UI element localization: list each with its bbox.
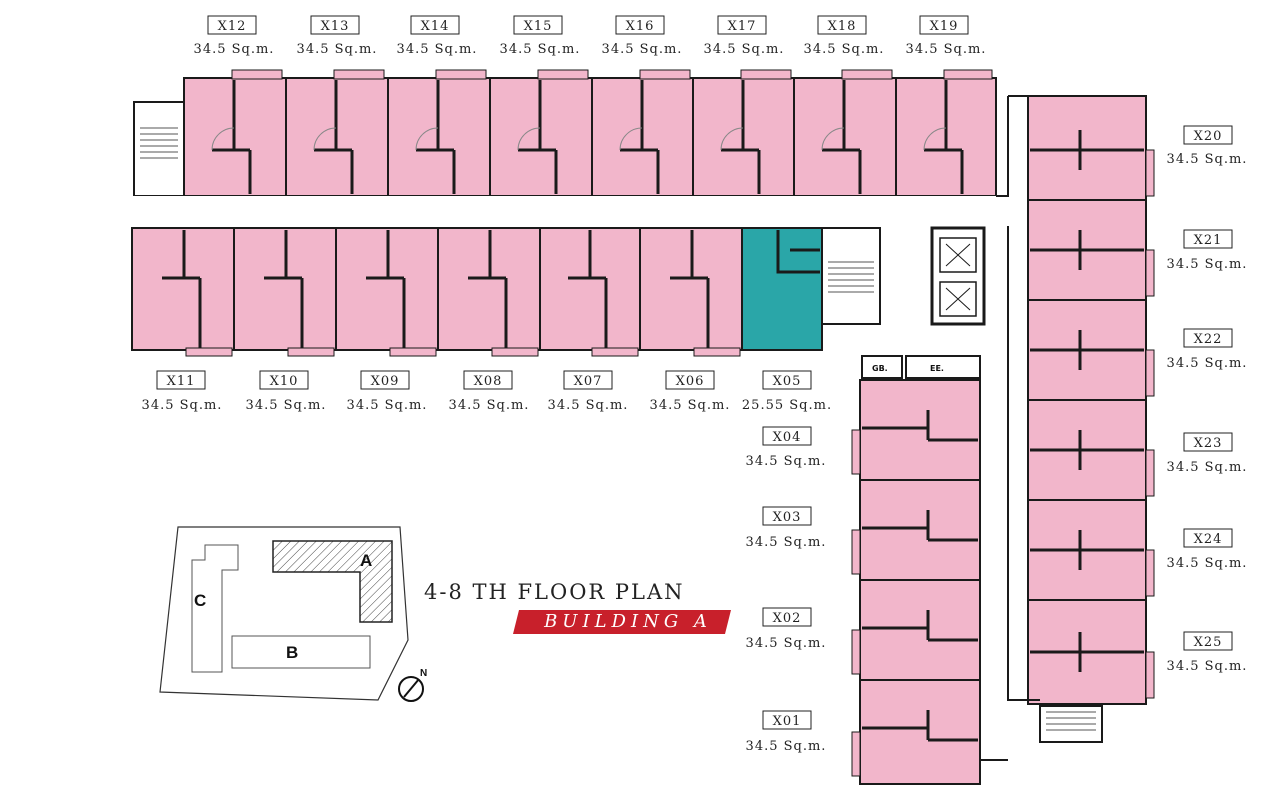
unit-id-label: X23 — [1194, 436, 1223, 451]
unit-x02-shape[interactable] — [859, 579, 981, 681]
unit-area-label: 34.5 Sq.m. — [1167, 659, 1248, 674]
unit-id-label: X08 — [474, 374, 503, 389]
ee-label: EE. — [930, 364, 944, 373]
unit-id-label: X07 — [574, 374, 603, 389]
building-a-outline[interactable] — [272, 540, 393, 623]
top-unit-labels: X12 34.5 Sq.m. X13 34.5 Sq.m. X14 34.5 S… — [194, 15, 987, 57]
unit-area-label: 34.5 Sq.m. — [804, 42, 885, 57]
unit-area-label: 34.5 Sq.m. — [746, 739, 827, 754]
unit-area-label: 34.5 Sq.m. — [297, 42, 378, 57]
unit-area-label: 34.5 Sq.m. — [347, 398, 428, 413]
unit-id-label: X25 — [1194, 635, 1223, 650]
site-label-a: A — [360, 551, 372, 570]
unit-id-label: X03 — [773, 510, 802, 525]
unit-area-label: 34.5 Sq.m. — [548, 398, 629, 413]
north-label: N — [420, 668, 427, 679]
unit-area-label: 34.5 Sq.m. — [906, 42, 987, 57]
unit-x01-shape[interactable] — [859, 679, 981, 785]
unit-area-label: 34.5 Sq.m. — [449, 398, 530, 413]
gb-label: GB. — [872, 364, 888, 373]
unit-id-label: X16 — [626, 19, 655, 34]
floor-plan-title: 4-8 TH FLOOR PLAN — [424, 580, 685, 604]
unit-x20-shape[interactable] — [1027, 95, 1147, 201]
unit-id-label: X22 — [1194, 332, 1223, 347]
unit-id-label: X05 — [773, 374, 802, 389]
unit-area-label: 34.5 Sq.m. — [746, 454, 827, 469]
plan-title-block: 4-8 TH FLOOR PLAN BUILDING A — [424, 580, 734, 640]
unit-area-label: 34.5 Sq.m. — [1167, 152, 1248, 167]
unit-x05-shape[interactable] — [741, 227, 823, 351]
unit-id-label: X13 — [321, 19, 350, 34]
unit-id-label: X11 — [167, 374, 196, 389]
site-label-b: B — [286, 643, 298, 662]
unit-area-label: 34.5 Sq.m. — [500, 42, 581, 57]
main-corridor — [130, 196, 1010, 226]
unit-x04-shape[interactable] — [859, 379, 981, 481]
unit-area-label: 34.5 Sq.m. — [397, 42, 478, 57]
unit-area-label: 34.5 Sq.m. — [650, 398, 731, 413]
left-wing-units: GB. EE. — [851, 355, 981, 785]
unit-id-label: X09 — [371, 374, 400, 389]
core-stair-lift — [821, 226, 986, 326]
left-wing-labels: X04 34.5 Sq.m. X03 34.5 Sq.m. X02 34.5 S… — [746, 426, 827, 754]
unit-area-label: 34.5 Sq.m. — [194, 42, 275, 57]
unit-id-label: X19 — [930, 19, 959, 34]
unit-id-label: X01 — [773, 714, 802, 729]
unit-area-label: 34.5 Sq.m. — [1167, 556, 1248, 571]
unit-area-label: 34.5 Sq.m. — [1167, 257, 1248, 272]
top-row-units — [183, 69, 997, 197]
north-arrow-icon: N — [398, 668, 427, 702]
unit-area-label: 34.5 Sq.m. — [142, 398, 223, 413]
stair-top-left — [133, 101, 185, 197]
unit-id-label: X10 — [270, 374, 299, 389]
unit-id-label: X04 — [773, 430, 802, 445]
unit-id-label: X12 — [218, 19, 247, 34]
unit-id-label: X06 — [676, 374, 705, 389]
unit-id-label: X24 — [1194, 532, 1223, 547]
unit-area-label: 34.5 Sq.m. — [746, 636, 827, 651]
service-room-gb — [861, 355, 903, 379]
unit-id-label: X14 — [421, 19, 450, 34]
site-key-plan: A B C N — [159, 526, 427, 702]
unit-area-label: 25.55 Sq.m. — [742, 398, 832, 413]
middle-unit-labels: X11 34.5 Sq.m. X10 34.5 Sq.m. X09 34.5 S… — [142, 370, 832, 413]
unit-area-label: 34.5 Sq.m. — [1167, 460, 1248, 475]
unit-id-label: X18 — [828, 19, 857, 34]
middle-row-units — [131, 227, 823, 357]
unit-area-label: 34.5 Sq.m. — [704, 42, 785, 57]
unit-id-label: X15 — [524, 19, 553, 34]
right-wing-units — [1027, 95, 1155, 743]
building-name: BUILDING A — [544, 611, 712, 632]
unit-id-label: X21 — [1194, 233, 1223, 248]
unit-id-label: X02 — [773, 611, 802, 626]
unit-area-label: 34.5 Sq.m. — [602, 42, 683, 57]
building-c-outline — [191, 544, 239, 673]
right-wing-labels: X20 34.5 Sq.m. X21 34.5 Sq.m. X22 34.5 S… — [1167, 125, 1248, 674]
service-room-ee — [905, 355, 981, 379]
building-b-outline — [231, 635, 371, 669]
unit-area-label: 34.5 Sq.m. — [246, 398, 327, 413]
unit-area-label: 34.5 Sq.m. — [1167, 356, 1248, 371]
unit-x03-shape[interactable] — [859, 479, 981, 581]
site-label-c: C — [194, 591, 206, 610]
unit-area-label: 34.5 Sq.m. — [746, 535, 827, 550]
unit-id-label: X17 — [728, 19, 757, 34]
unit-id-label: X20 — [1194, 129, 1223, 144]
